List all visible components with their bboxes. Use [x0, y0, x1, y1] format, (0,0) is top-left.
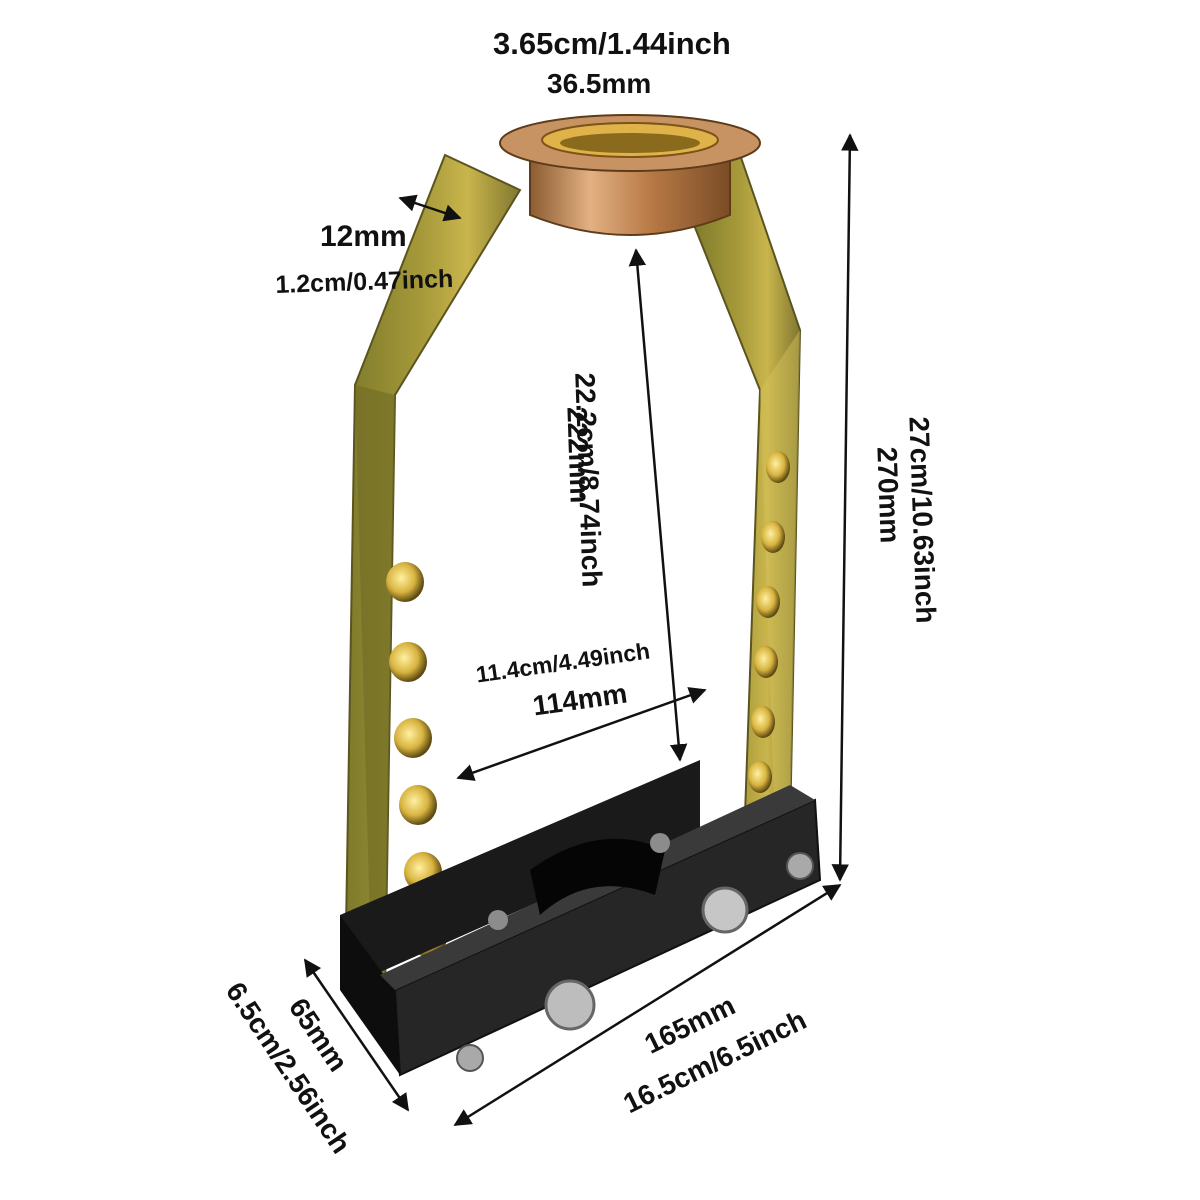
inner-height-dimension-secondary: 22.2cm/8.74inch	[569, 372, 608, 588]
thickness-dimension-secondary: 1.2cm/0.47inch	[274, 264, 454, 299]
thickness-dimension-primary: 12mm	[320, 220, 407, 253]
right-frame-arm	[688, 137, 802, 832]
total-height-dimension-secondary: 270mm	[871, 446, 906, 544]
total-height-dimension-primary: 27cm/10.63inch	[903, 415, 942, 624]
collar-ring	[499, 114, 761, 236]
collar-dimension-primary: 3.65cm/1.44inch	[493, 26, 731, 61]
dimension-lines	[303, 133, 859, 1127]
collar-dimension-secondary: 36.5mm	[547, 68, 652, 99]
right-adjustment-holes	[748, 451, 790, 793]
